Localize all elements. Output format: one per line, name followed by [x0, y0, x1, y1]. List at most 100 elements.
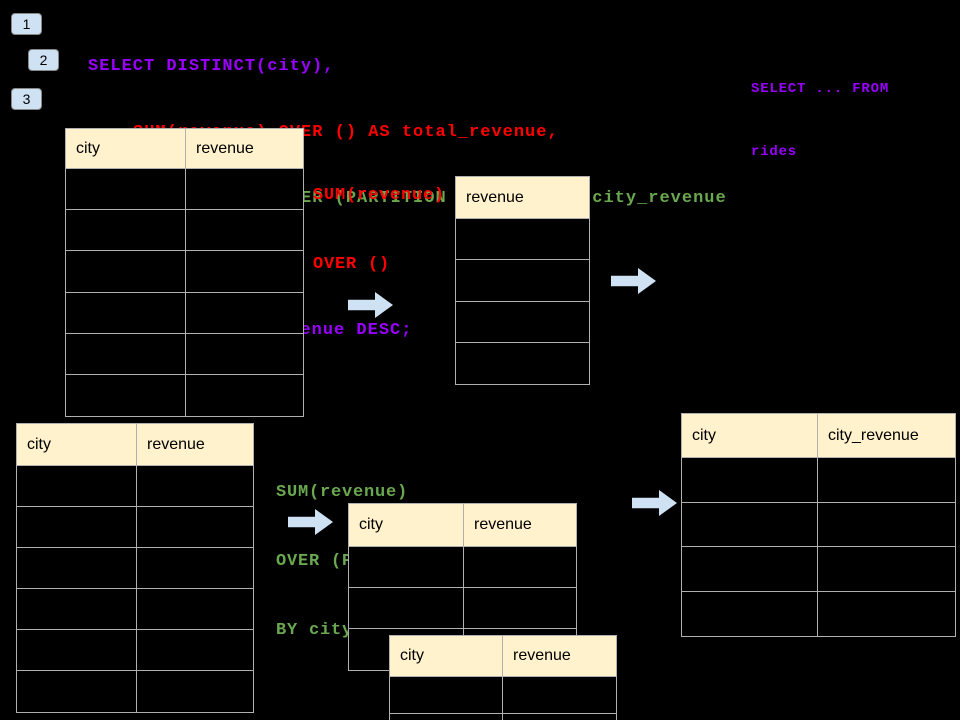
table-cell-empty — [464, 588, 576, 628]
table-cell-empty — [186, 251, 303, 291]
annotation-partition-line-1: SUM(revenue) — [276, 483, 409, 502]
table-cell-empty — [17, 630, 137, 670]
table-cell-empty — [349, 547, 464, 587]
table-cell-empty — [349, 588, 464, 628]
table-cell-empty — [137, 548, 253, 588]
table-header-row: city city_revenue — [682, 414, 955, 458]
column-header: revenue — [513, 647, 571, 664]
table-city-revenue-result: city city_revenue — [681, 413, 956, 637]
column-header: city — [682, 414, 818, 457]
annotation-total-line-2: OVER () — [313, 255, 391, 274]
table-row — [66, 251, 303, 293]
table-row — [17, 507, 253, 548]
table-source-top: city revenue — [65, 128, 304, 418]
column-header: city — [66, 129, 186, 168]
table-cell-empty — [390, 677, 503, 713]
column-header: revenue — [196, 139, 254, 157]
table-partition-front: city revenue — [389, 635, 617, 720]
table-row — [682, 502, 955, 547]
table-row — [17, 671, 253, 712]
step-badge-3: 3 — [11, 88, 42, 110]
table-cell-empty — [137, 507, 253, 547]
table-cell-empty — [682, 547, 818, 591]
table-row — [682, 547, 955, 592]
table-cell-empty — [66, 169, 186, 210]
table-row — [390, 714, 616, 720]
table-cell-empty — [456, 302, 589, 342]
table-cell-empty — [66, 333, 186, 374]
table-cell-empty — [186, 334, 303, 374]
column-header: city — [349, 504, 464, 546]
table-cell-empty — [66, 251, 186, 292]
table-cell-empty — [17, 671, 137, 712]
table-cell-empty — [390, 714, 503, 720]
annotation-total-revenue: SUM(revenue) OVER () — [313, 138, 445, 322]
table-row — [66, 169, 303, 211]
side-code-block: SELECT ... FROM rides — [751, 37, 889, 205]
table-total-revenue-result: revenue — [455, 176, 590, 386]
column-header: city — [17, 424, 137, 465]
table-cell-empty — [137, 589, 253, 629]
column-header: city — [390, 636, 503, 676]
table-cell-empty — [682, 502, 818, 546]
table-source-bottom: city revenue — [16, 423, 254, 713]
table-cell-empty — [186, 375, 303, 416]
table-cell-empty — [682, 591, 818, 636]
side-code-line-1: SELECT ... FROM — [751, 81, 890, 97]
table-header-row: city revenue — [390, 636, 616, 677]
table-row — [682, 458, 955, 503]
table-cell-empty — [17, 466, 137, 506]
table-cell-empty — [66, 292, 186, 333]
table-cell-empty — [818, 503, 955, 547]
step-badge-1: 1 — [11, 13, 42, 35]
column-header: revenue — [466, 188, 524, 206]
side-code-line-2: rides — [751, 144, 798, 160]
table-row — [456, 343, 589, 384]
right-arrow-icon — [632, 490, 677, 516]
table-row — [456, 260, 589, 302]
table-cell-empty — [137, 671, 253, 712]
column-header: revenue — [147, 435, 205, 453]
table-row — [66, 292, 303, 334]
table-header-row: city revenue — [17, 424, 253, 466]
table-row — [66, 210, 303, 252]
table-row — [349, 588, 576, 629]
table-cell-empty — [503, 677, 616, 713]
column-header: city_revenue — [828, 426, 919, 444]
table-cell-empty — [186, 293, 303, 333]
table-row — [390, 677, 616, 714]
table-cell-empty — [456, 260, 589, 300]
table-row — [456, 302, 589, 343]
table-cell-empty — [137, 466, 253, 506]
table-cell-empty — [186, 169, 303, 209]
table-row — [349, 547, 576, 588]
table-cell-empty — [186, 210, 303, 250]
table-row — [17, 589, 253, 630]
table-cell-empty — [818, 458, 955, 502]
table-cell-empty — [17, 589, 137, 629]
table-cell-empty — [682, 458, 818, 502]
table-header-row: city revenue — [349, 504, 576, 547]
annotation-total-line-1: SUM(revenue) — [313, 186, 446, 205]
table-row — [17, 630, 253, 671]
table-row — [17, 548, 253, 589]
table-cell-empty — [456, 343, 589, 384]
table-row — [682, 591, 955, 637]
table-header-row: revenue — [456, 177, 589, 219]
table-row — [456, 219, 589, 261]
table-cell-empty — [17, 507, 137, 547]
table-cell-empty — [818, 547, 955, 591]
table-cell-empty — [456, 219, 589, 259]
table-cell-empty — [464, 547, 576, 587]
table-header-row: city revenue — [66, 129, 303, 169]
table-cell-empty — [137, 630, 253, 670]
table-cell-empty — [66, 210, 186, 251]
table-cell-empty — [818, 592, 955, 637]
table-cell-empty — [17, 548, 137, 588]
table-row — [66, 333, 303, 375]
table-cell-empty — [66, 374, 186, 417]
step-badge-2: 2 — [28, 49, 59, 71]
column-header: revenue — [474, 516, 532, 533]
table-row — [17, 466, 253, 507]
